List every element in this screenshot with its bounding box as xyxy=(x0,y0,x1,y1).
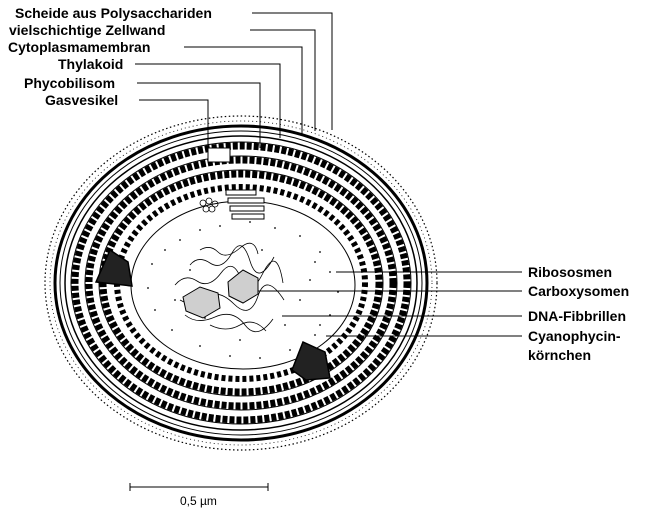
label-ribosomen: Ribososmen xyxy=(528,264,612,280)
label-scheide: Scheide aus Polysacchariden xyxy=(15,5,212,21)
label-cytoplasmamembran: Cytoplasmamembran xyxy=(8,39,150,55)
label-phycobilisom: Phycobilisom xyxy=(24,75,115,91)
cyanophycin-granule-left xyxy=(96,250,132,286)
scale-bar-label: 0,5 µm xyxy=(180,494,217,508)
label-dna-fibrillen: DNA-Fibbrillen xyxy=(528,308,626,324)
label-thylakoid: Thylakoid xyxy=(58,56,123,72)
label-gasvesikel: Gasvesikel xyxy=(45,92,118,108)
label-cyanophycin: Cyanophycin- xyxy=(528,328,621,344)
label-carboxysomen: Carboxysomen xyxy=(528,283,629,299)
label-koernchen: körnchen xyxy=(528,347,591,363)
leader-scheide xyxy=(252,13,332,130)
leader-cytoplasmamembran xyxy=(184,47,302,135)
label-zellwand: vielschichtige Zellwand xyxy=(9,22,165,38)
scale-bar xyxy=(130,483,268,491)
